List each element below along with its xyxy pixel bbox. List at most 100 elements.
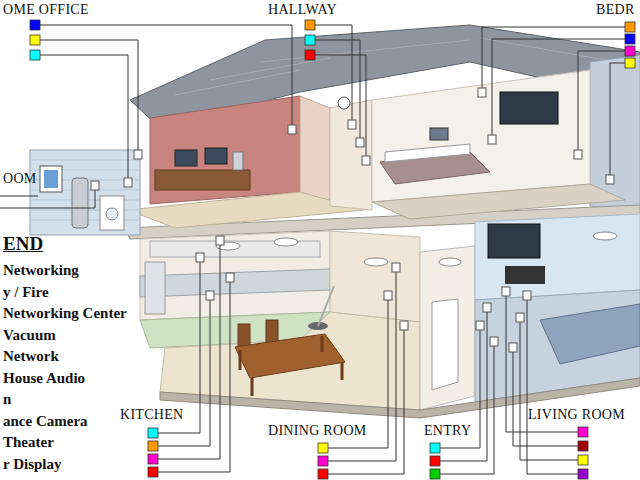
desk — [155, 170, 250, 190]
room-label: OME OFFICE — [3, 2, 89, 18]
room-label: KITCHEN — [120, 407, 184, 423]
laundry-wall — [30, 150, 140, 235]
kitchen-wall — [140, 231, 330, 320]
leader-line — [492, 39, 625, 135]
wall-device — [502, 287, 510, 296]
legend-row: ance Camera — [3, 413, 90, 430]
color-square — [30, 35, 40, 45]
computer-monitor — [175, 150, 197, 166]
legend-text: n — [3, 391, 11, 407]
wall-device — [574, 150, 582, 159]
leader-line — [527, 300, 578, 474]
leader-line — [440, 346, 494, 474]
wall-device — [288, 125, 296, 134]
legend-text: House Audio — [3, 370, 85, 386]
wall-device — [348, 120, 356, 129]
legend-text: y / Fire — [3, 284, 49, 300]
leader-line — [610, 63, 625, 175]
color-square — [430, 443, 440, 453]
color-square — [148, 428, 158, 438]
color-square — [430, 469, 440, 479]
leader-line — [40, 40, 138, 150]
wall-device — [509, 343, 517, 352]
ceiling-light — [364, 258, 388, 266]
flat-screen-tv — [500, 92, 558, 124]
legend-row: r Display — [3, 456, 63, 473]
wall-device — [490, 337, 498, 346]
sofa — [540, 304, 640, 364]
washer-door — [106, 208, 118, 220]
color-square — [305, 35, 315, 45]
system-color-squares — [30, 20, 635, 479]
leader-line — [513, 352, 578, 446]
water-heater — [72, 178, 88, 228]
room-label: OOM — [3, 171, 37, 187]
room-label: BEDR — [596, 2, 635, 18]
flat-screen-tv — [488, 224, 540, 258]
dining-chair — [238, 324, 250, 348]
bed-pillow — [385, 144, 470, 162]
ceiling-light — [593, 232, 617, 240]
color-square — [578, 427, 588, 437]
tv-stand — [505, 266, 545, 284]
color-square — [625, 58, 635, 68]
wall-device — [606, 175, 614, 184]
office-wall — [150, 96, 300, 204]
wall-device — [478, 88, 486, 97]
legend-row: Networking Center — [3, 305, 129, 322]
office-floor — [128, 192, 365, 228]
color-square — [148, 441, 158, 451]
wall-device — [400, 321, 408, 330]
vacuum-hose — [318, 286, 334, 326]
wall-device — [134, 150, 142, 159]
room-label: HALLWAY — [268, 2, 337, 18]
legend-row: n — [3, 391, 13, 408]
legend-text: Network — [3, 348, 59, 364]
leader-line — [0, 196, 38, 197]
wall-device — [196, 253, 204, 262]
leader-line — [315, 55, 366, 156]
legend-text: Networking Center — [3, 305, 127, 321]
room-label: ENTRY — [424, 423, 471, 439]
leader-line — [328, 330, 404, 474]
dining-chair — [266, 320, 278, 344]
kitchen-counter — [140, 269, 330, 297]
color-square — [305, 50, 315, 60]
color-square — [30, 20, 40, 30]
wall-device — [124, 178, 132, 187]
wall-devices — [91, 88, 614, 352]
leader-lines — [0, 25, 625, 474]
wall-device — [384, 291, 392, 300]
legend-text: Vacuum — [3, 327, 56, 343]
legend-row: Networking — [3, 262, 81, 279]
legend-row: Theater — [3, 434, 56, 451]
wall-device — [516, 313, 524, 322]
table-legs — [240, 336, 342, 396]
leader-line — [482, 27, 625, 88]
color-square — [318, 456, 328, 466]
wall-device — [476, 321, 484, 330]
color-square — [625, 46, 635, 56]
legend-text: r Display — [3, 456, 61, 472]
color-square — [578, 455, 588, 465]
color-square — [318, 469, 328, 479]
legend-row: House Audio — [3, 370, 87, 387]
wall-device — [483, 303, 491, 312]
color-square — [625, 34, 635, 44]
legend-row: Network — [3, 348, 61, 365]
wall-device — [488, 135, 496, 144]
legend-text: ance Camera — [3, 413, 88, 429]
wall-device — [356, 138, 364, 147]
wall-device — [392, 263, 400, 272]
wall-device — [206, 291, 214, 300]
legend-row: y / Fire — [3, 284, 51, 301]
ceiling-light — [439, 258, 461, 266]
wall-device — [523, 291, 531, 300]
leader-line — [578, 51, 625, 150]
color-square — [148, 454, 158, 464]
office-side-wall — [300, 96, 330, 206]
color-square — [30, 50, 40, 60]
living-wall — [475, 214, 640, 300]
bedroom-floor — [372, 184, 625, 219]
legend-text: Networking — [3, 262, 79, 278]
